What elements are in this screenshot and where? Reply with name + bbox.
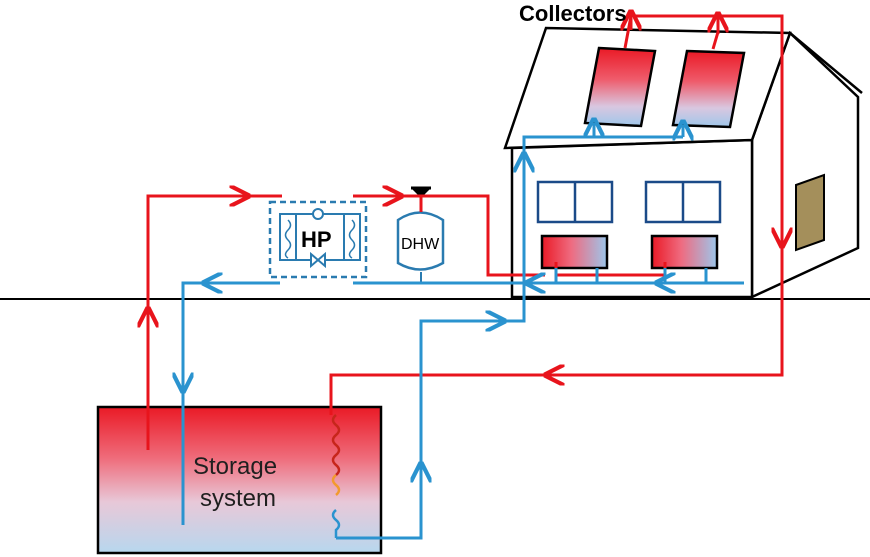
house-roof-eave xyxy=(789,32,863,94)
collector-panel-right xyxy=(671,49,746,129)
heat-pump-box xyxy=(268,200,368,279)
cold-pipes xyxy=(183,123,744,540)
radiator-left xyxy=(540,234,609,270)
heat-exchanger-coil xyxy=(331,414,341,476)
collectors-label: Collectors xyxy=(519,1,627,26)
dhw-label: DHW xyxy=(401,236,440,253)
heat-pump-unit: HP xyxy=(268,200,368,279)
collector-panel-left xyxy=(583,46,657,128)
dhw-tank: DHW xyxy=(396,211,445,284)
storage-label-line2: system xyxy=(200,485,276,512)
radiator-right xyxy=(650,234,719,270)
heat-pump-label: HP xyxy=(301,227,332,252)
door xyxy=(795,173,825,252)
expansion-valve-icon xyxy=(310,251,326,269)
windows xyxy=(536,180,722,224)
hot-pipes xyxy=(148,16,782,450)
storage-label-line1: Storage xyxy=(193,453,277,480)
compressor-icon xyxy=(312,208,324,220)
